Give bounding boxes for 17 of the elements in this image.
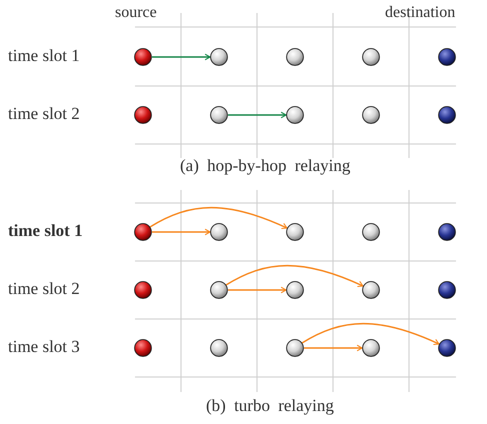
row-label: time slot 2 [8, 280, 80, 299]
arrow [302, 322, 440, 346]
row-label: time slot 1 [8, 47, 80, 66]
panel-caption: (a) hop-by-hop relaying [180, 157, 350, 176]
arrow [226, 264, 364, 288]
column-label: source [115, 4, 157, 22]
row-label: time slot 2 [8, 105, 80, 124]
column-label: destination [385, 4, 456, 22]
arrow [152, 228, 211, 236]
arrow [304, 344, 363, 352]
arrow [152, 54, 211, 60]
row-label: time slot 1 [8, 222, 83, 241]
arrow [150, 206, 288, 230]
row-label: time slot 3 [8, 338, 80, 357]
arrow [228, 112, 287, 118]
panel-caption: (b) turbo relaying [206, 397, 334, 416]
arrow [228, 286, 287, 294]
